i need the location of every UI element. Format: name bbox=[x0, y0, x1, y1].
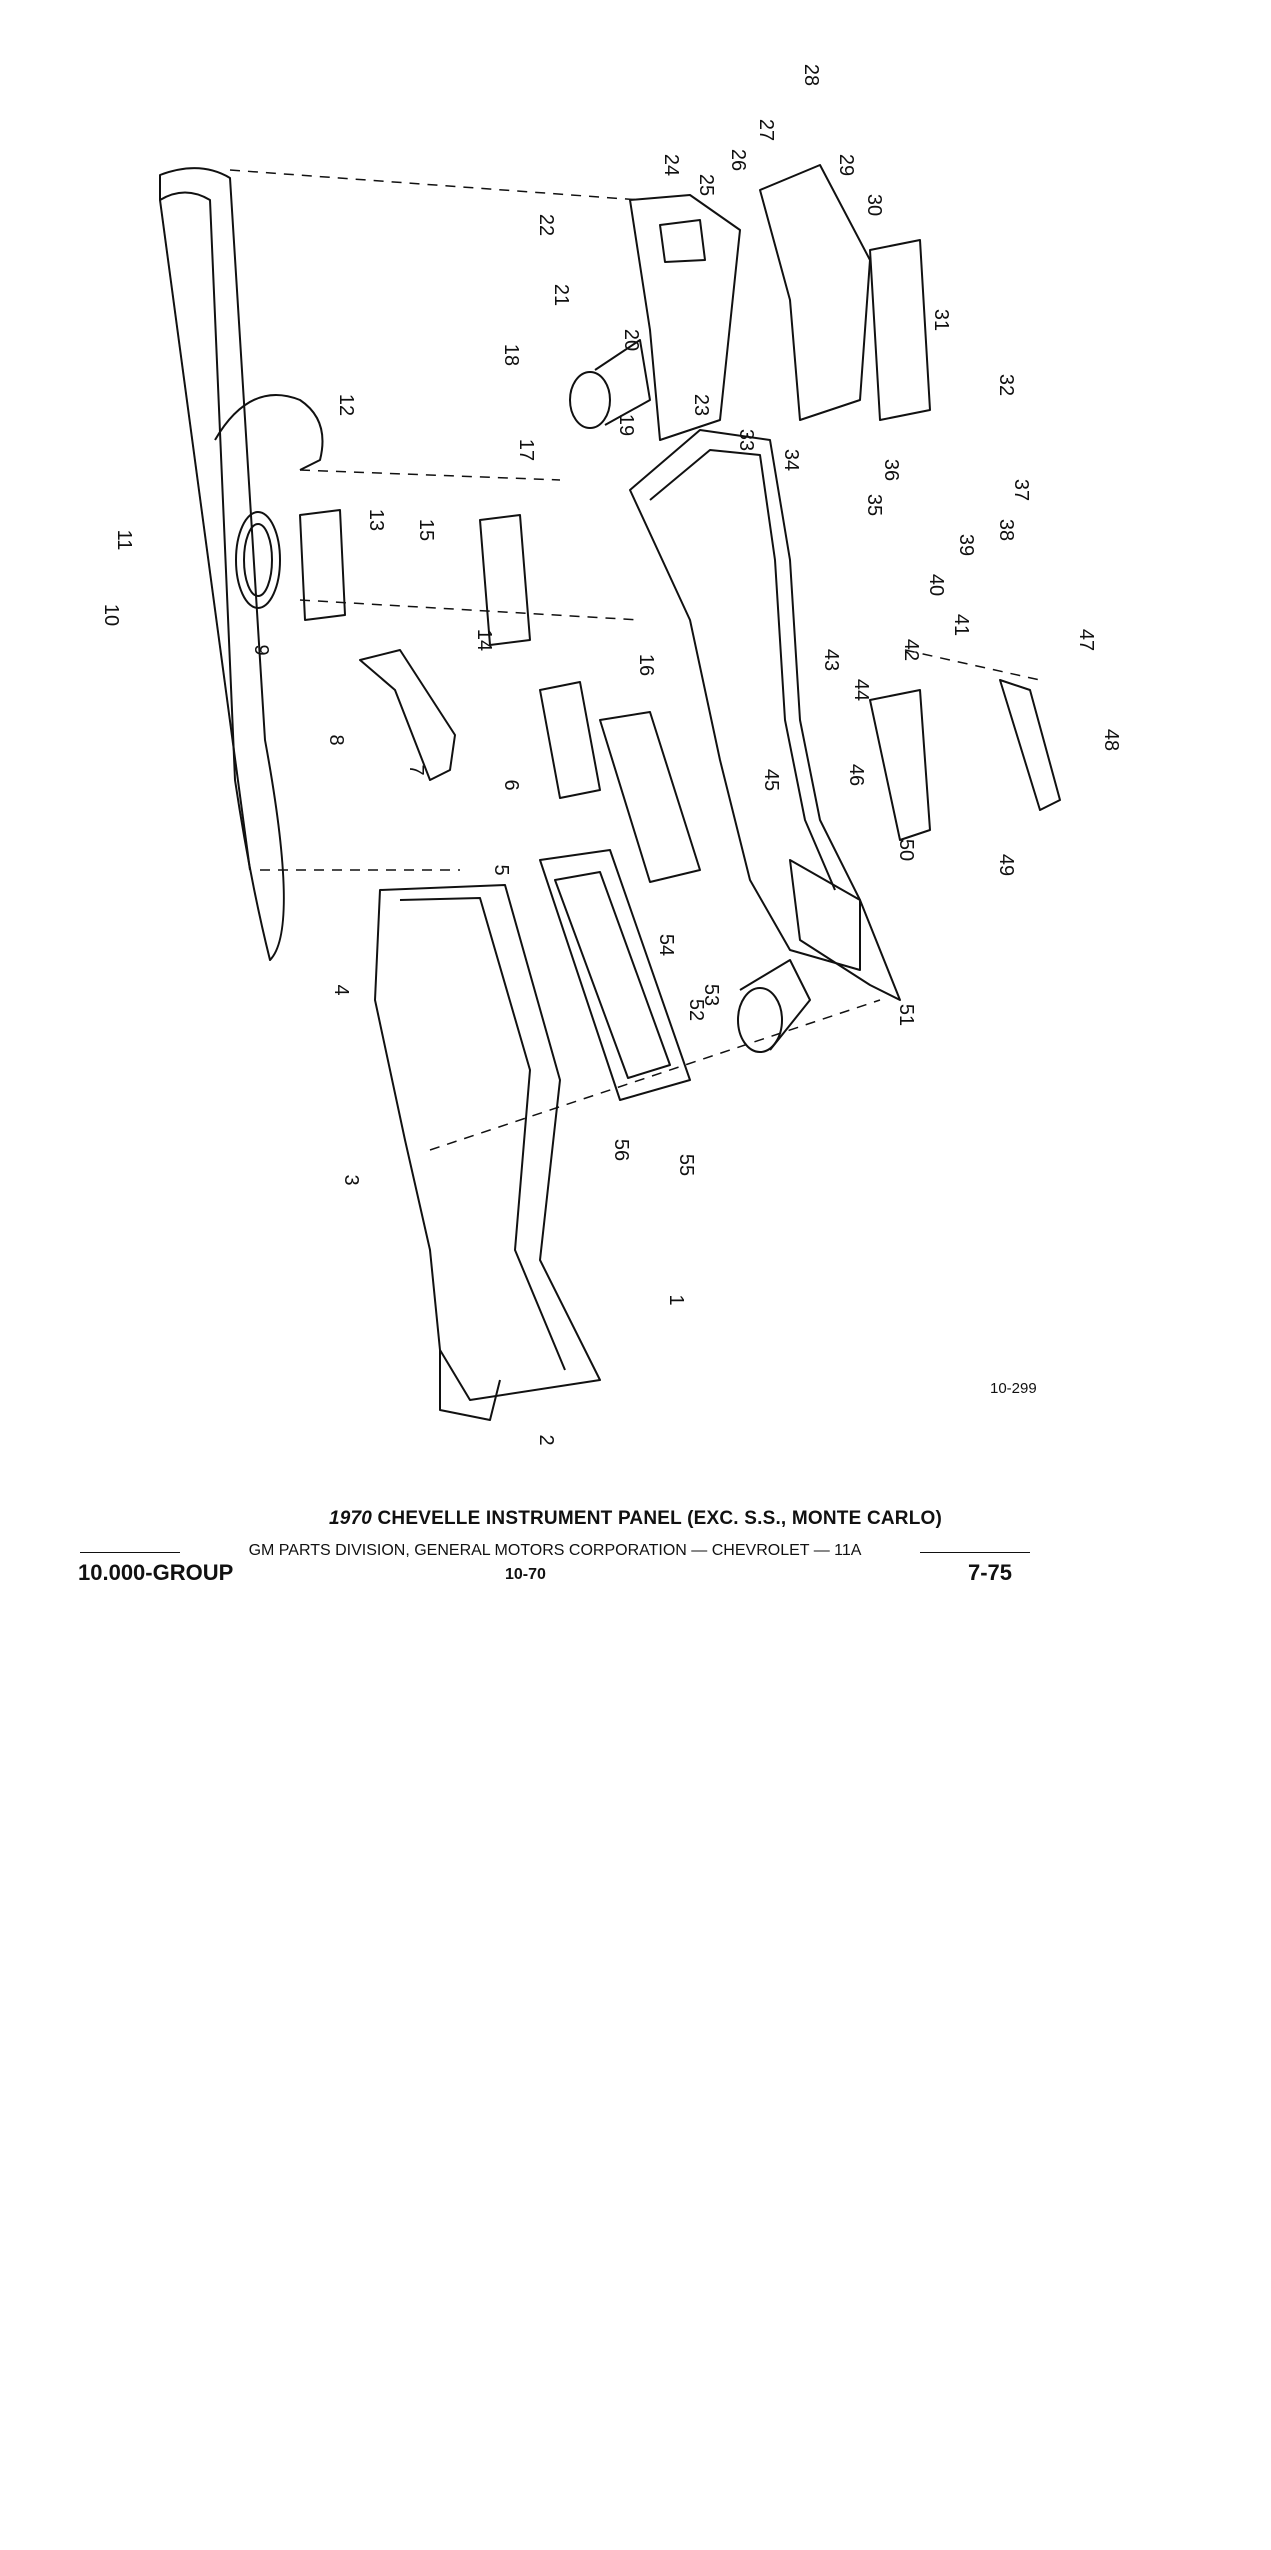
callout-56: 56 bbox=[610, 1139, 632, 1161]
rule-right bbox=[920, 1552, 1030, 1553]
callout-55: 55 bbox=[675, 1154, 697, 1176]
callout-17: 17 bbox=[515, 439, 537, 461]
cluster-housing bbox=[539, 849, 691, 1101]
callout-36: 36 bbox=[880, 459, 902, 481]
title-text: CHEVELLE INSTRUMENT PANEL (EXC. S.S., MO… bbox=[372, 1508, 943, 1529]
callout-2: 2 bbox=[535, 1434, 557, 1445]
callout-6: 6 bbox=[500, 779, 522, 790]
callout-5: 5 bbox=[490, 864, 512, 875]
callout-7: 7 bbox=[405, 764, 427, 775]
callout-41: 41 bbox=[950, 614, 972, 636]
callout-49: 49 bbox=[995, 854, 1017, 876]
callout-13: 13 bbox=[365, 509, 387, 531]
callout-40: 40 bbox=[925, 574, 947, 596]
callout-8: 8 bbox=[325, 734, 347, 745]
callout-23: 23 bbox=[690, 394, 712, 416]
callout-32: 32 bbox=[995, 374, 1017, 396]
callout-12: 12 bbox=[335, 394, 357, 416]
dash-pad bbox=[159, 167, 285, 961]
callout-47: 47 bbox=[1075, 629, 1097, 651]
callout-42: 42 bbox=[900, 639, 922, 661]
callout-52: 52 bbox=[685, 999, 707, 1021]
callout-26: 26 bbox=[727, 149, 749, 171]
source-text: GM PARTS DIVISION, GENERAL MOTORS CORPOR… bbox=[248, 1542, 862, 1559]
callout-15: 15 bbox=[415, 519, 437, 541]
callout-46: 46 bbox=[845, 764, 867, 786]
callout-48: 48 bbox=[1100, 729, 1122, 751]
callout-20: 20 bbox=[620, 329, 642, 351]
callout-22: 22 bbox=[535, 214, 557, 236]
callout-53: 53 bbox=[700, 984, 722, 1006]
callout-44: 44 bbox=[850, 679, 872, 701]
callout-9: 9 bbox=[250, 644, 272, 655]
rule-left bbox=[80, 1552, 180, 1553]
callout-24: 24 bbox=[660, 154, 682, 176]
callout-51: 51 bbox=[895, 1004, 917, 1026]
callout-3: 3 bbox=[340, 1174, 362, 1185]
callout-14: 14 bbox=[473, 629, 495, 651]
callout-16: 16 bbox=[635, 654, 657, 676]
callout-33: 33 bbox=[735, 429, 757, 451]
issue-date: 10-70 bbox=[505, 1566, 546, 1583]
callout-19: 19 bbox=[615, 414, 637, 436]
carrier-frame bbox=[374, 884, 601, 1401]
exploded-parts-diagram: 1234567891011121314151617181920212223242… bbox=[100, 64, 1122, 1446]
title-year: 1970 bbox=[328, 1508, 373, 1529]
callout-30: 30 bbox=[863, 194, 885, 216]
instrument-bezel bbox=[629, 429, 861, 971]
callout-4: 4 bbox=[330, 984, 352, 995]
callout-43: 43 bbox=[820, 649, 842, 671]
source-line: GM PARTS DIVISION, GENERAL MOTORS CORPOR… bbox=[80, 1542, 1030, 1562]
callout-38: 38 bbox=[995, 519, 1017, 541]
callout-45: 45 bbox=[760, 769, 782, 791]
callout-31: 31 bbox=[930, 309, 952, 331]
callout-37: 37 bbox=[1010, 479, 1032, 501]
callout-29: 29 bbox=[835, 154, 857, 176]
revision-date: 7-75 bbox=[968, 1560, 1013, 1585]
callout-10: 10 bbox=[100, 604, 122, 626]
figure-reference: 10-299 bbox=[990, 1380, 1037, 1397]
callout-34: 34 bbox=[780, 449, 802, 471]
callout-21: 21 bbox=[550, 284, 572, 306]
callout-18: 18 bbox=[500, 344, 522, 366]
callout-11: 11 bbox=[113, 530, 135, 551]
callout-25: 25 bbox=[695, 174, 717, 196]
callout-50: 50 bbox=[895, 839, 917, 861]
group-number: 10.000-GROUP bbox=[78, 1560, 234, 1585]
callout-27: 27 bbox=[755, 119, 777, 141]
callout-28: 28 bbox=[800, 64, 822, 86]
callout-1: 1 bbox=[665, 1294, 687, 1305]
callout-layer: 1234567891011121314151617181920212223242… bbox=[100, 64, 1122, 1446]
callout-54: 54 bbox=[655, 934, 677, 956]
callout-39: 39 bbox=[955, 534, 977, 556]
figure-title: 1970 CHEVELLE INSTRUMENT PANEL (EXC. S.S… bbox=[0, 1508, 1271, 1530]
callout-35: 35 bbox=[863, 494, 885, 516]
speaker-ring bbox=[235, 511, 281, 609]
